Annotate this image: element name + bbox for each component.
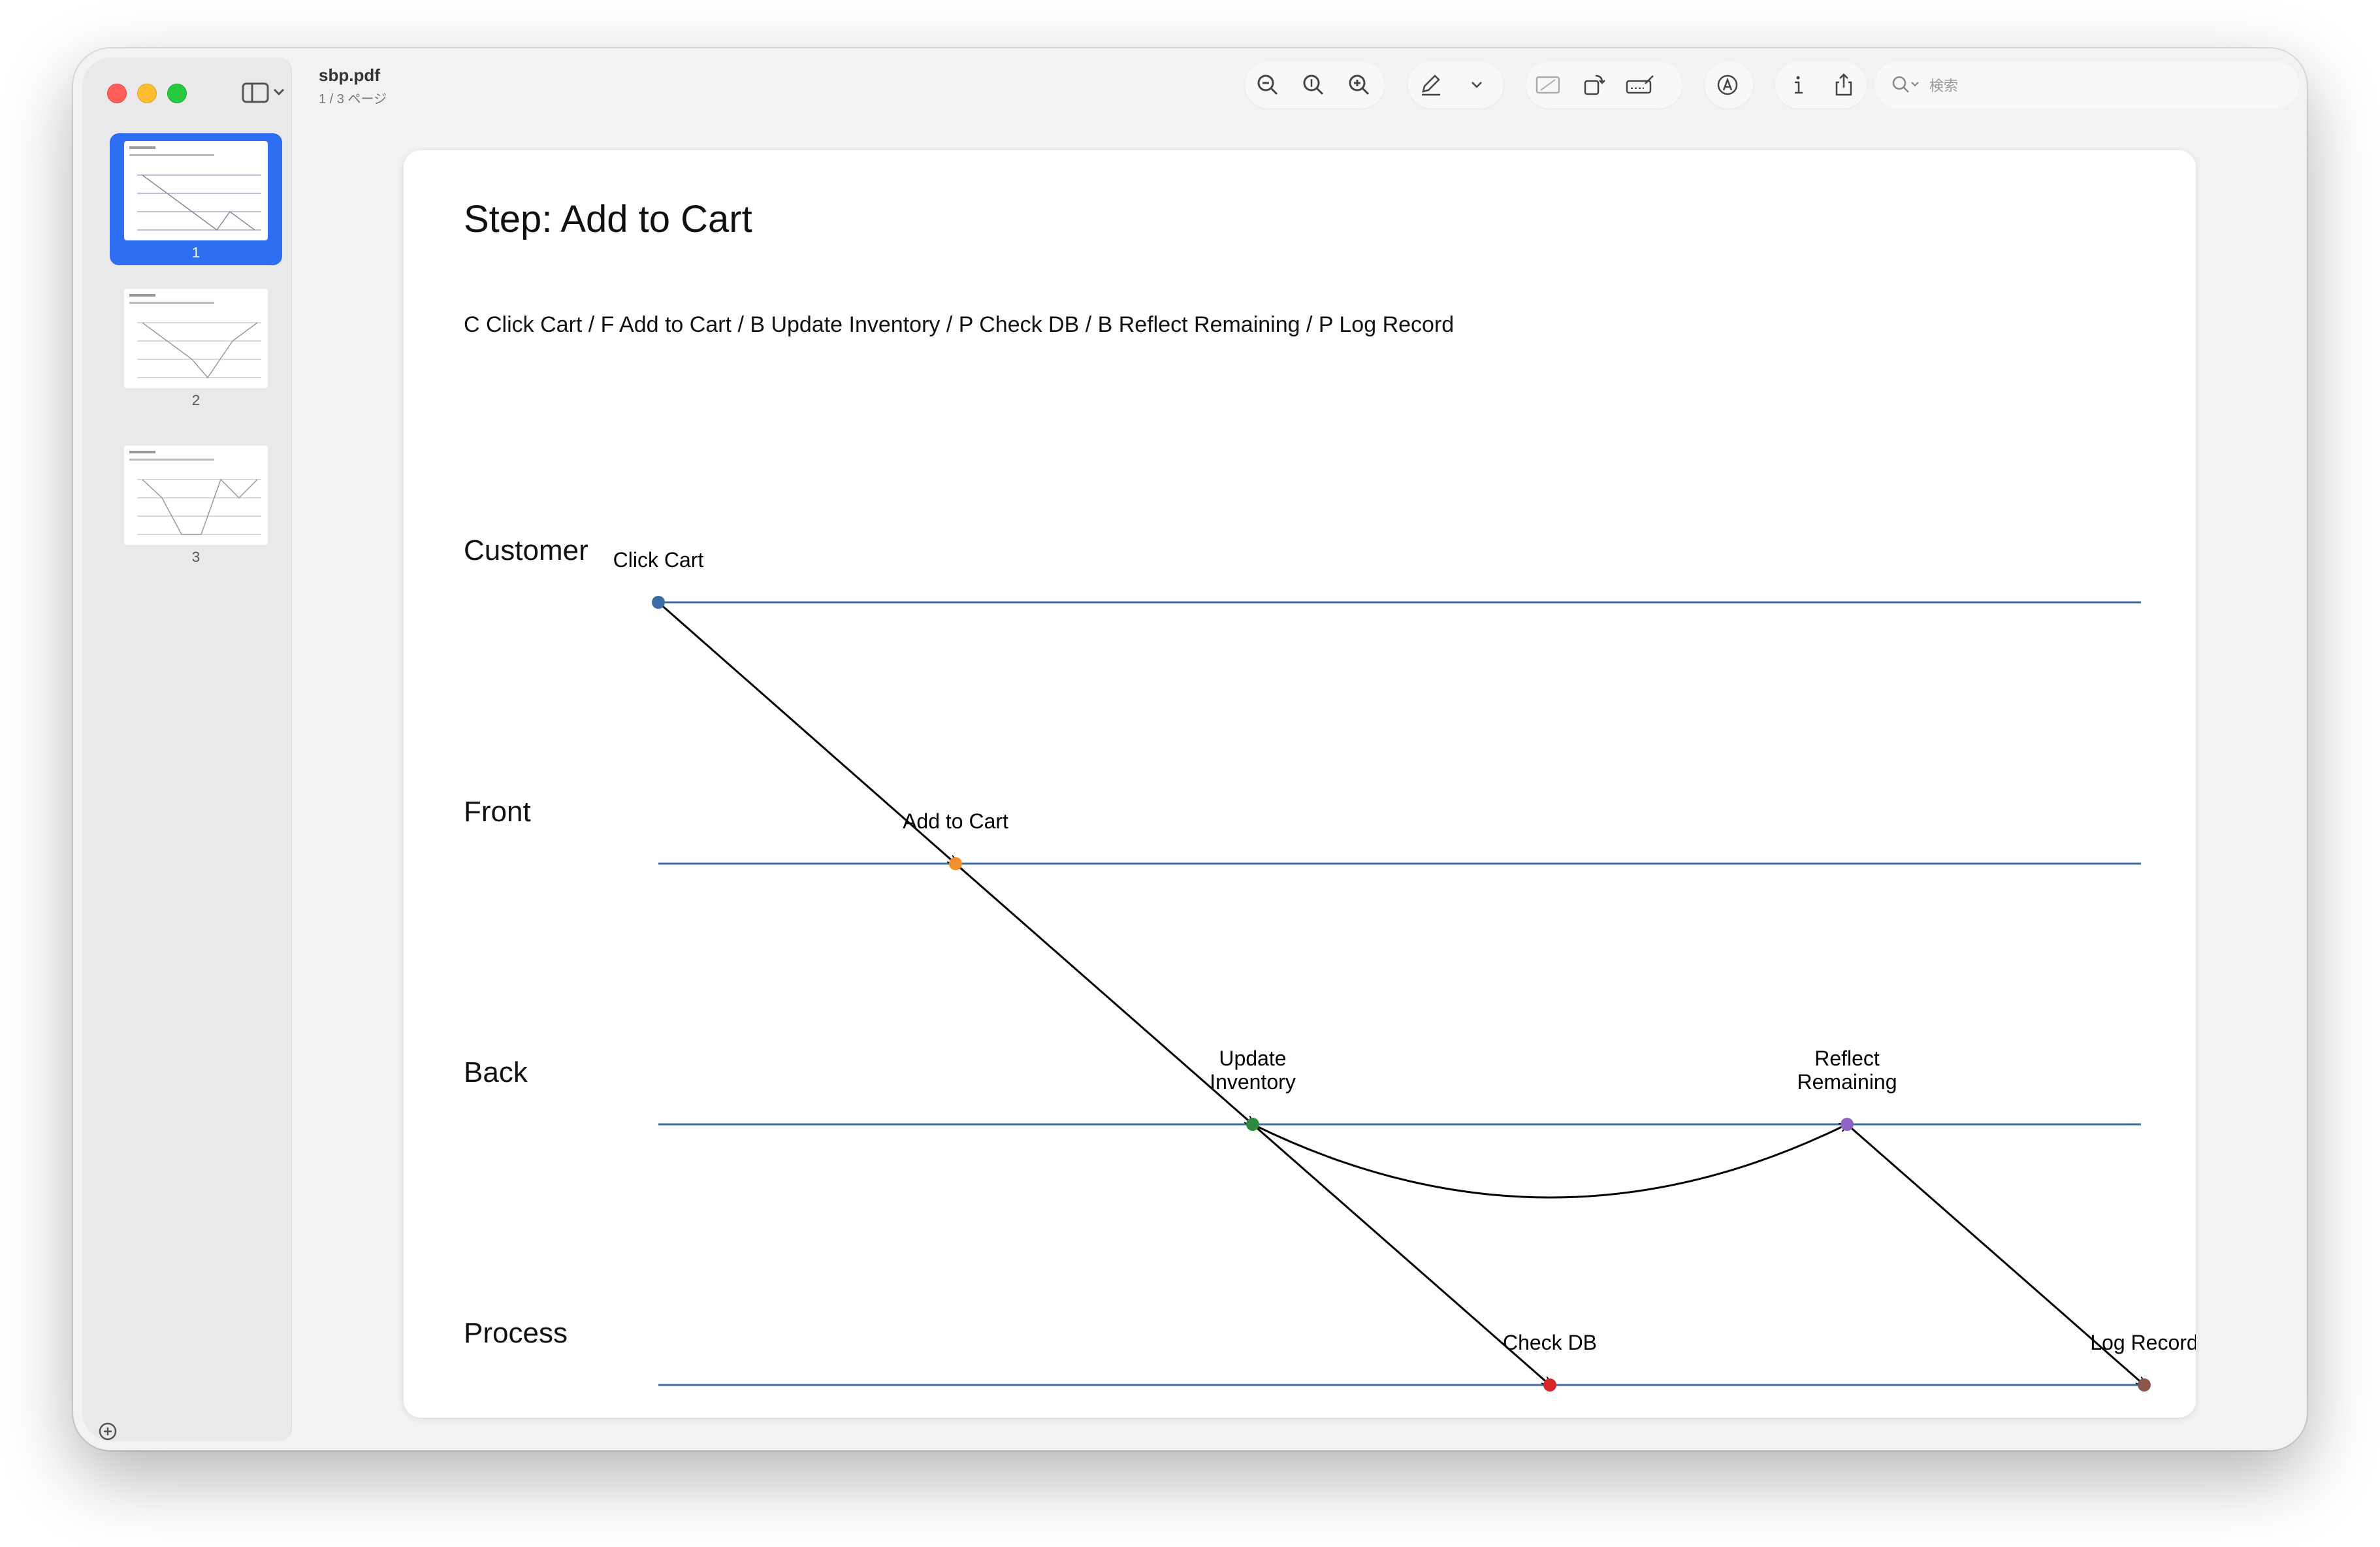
document-title-block: sbp.pdf 1 / 3 ページ bbox=[319, 65, 387, 107]
rotate-button[interactable] bbox=[1571, 61, 1617, 108]
signature-button[interactable] bbox=[1617, 61, 1663, 108]
crop-button[interactable] bbox=[1526, 61, 1571, 108]
markup-controls bbox=[1408, 61, 1504, 108]
step-node bbox=[1246, 1118, 1259, 1131]
actual-size-button[interactable] bbox=[1291, 61, 1336, 108]
info-button[interactable] bbox=[1775, 61, 1821, 108]
step-node bbox=[1543, 1378, 1556, 1392]
zoom-controls bbox=[1245, 61, 1385, 108]
step-node bbox=[1841, 1118, 1854, 1131]
step-label: Log Record bbox=[2090, 1331, 2196, 1354]
zoom-out-button[interactable] bbox=[1245, 61, 1291, 108]
step-label: Check DB bbox=[1503, 1331, 1597, 1354]
info-icon bbox=[1795, 76, 1803, 94]
rotate-icon bbox=[1584, 74, 1605, 95]
annotate-button[interactable] bbox=[1705, 61, 1750, 108]
crop-icon bbox=[1536, 76, 1560, 94]
markup-pen-button[interactable] bbox=[1408, 61, 1454, 108]
thumbnail-page-2[interactable]: 2 bbox=[110, 289, 282, 413]
thumbnail-page-3[interactable]: 3 bbox=[110, 446, 282, 570]
plus-circle-icon bbox=[99, 1422, 117, 1441]
step-label: Click Cart bbox=[613, 548, 704, 572]
step-node bbox=[949, 857, 962, 870]
thumbnail-sidebar: 1 2 bbox=[82, 57, 292, 1441]
flow-arrow bbox=[1252, 1124, 1847, 1199]
document-file-name: sbp.pdf bbox=[319, 65, 380, 85]
flow-arrow bbox=[1846, 1123, 2144, 1385]
lane-label-front: Front bbox=[464, 796, 531, 828]
sidebar-icon bbox=[242, 82, 285, 103]
chevron-down-icon bbox=[1471, 82, 1482, 88]
add-page-button[interactable] bbox=[98, 1422, 118, 1444]
thumbnail-diagram bbox=[129, 146, 261, 231]
thumbnail-label: 1 bbox=[191, 244, 201, 261]
preview-window: 1 2 bbox=[73, 48, 2307, 1450]
share-icon bbox=[1835, 73, 1852, 96]
lane-label-process: Process bbox=[464, 1317, 568, 1349]
thumbnail-diagram bbox=[129, 294, 261, 379]
zoom-in-button[interactable] bbox=[1336, 61, 1382, 108]
search-icon bbox=[1892, 76, 1919, 93]
page-indicator: 1 / 3 ページ bbox=[319, 92, 387, 106]
thumbnail-diagram bbox=[129, 451, 261, 535]
zoom-out-icon bbox=[1257, 74, 1278, 95]
thumbnail-label: 2 bbox=[191, 392, 201, 408]
annotate-icon bbox=[1717, 74, 1738, 95]
thumbnail-preview bbox=[124, 446, 268, 545]
flow-arrow bbox=[955, 862, 1253, 1124]
thumbnail-page-1[interactable]: 1 bbox=[110, 133, 282, 265]
markup-options-button[interactable] bbox=[1454, 61, 1500, 108]
step-label: Add to Cart bbox=[903, 809, 1008, 833]
pdf-page: Step: Add to Cart C Click Cart / F Add t… bbox=[404, 150, 2196, 1418]
search-field[interactable]: 検索 bbox=[1874, 61, 2299, 108]
share-button[interactable] bbox=[1821, 61, 1867, 108]
annotate-controls bbox=[1705, 61, 1753, 108]
minimize-window-button[interactable] bbox=[137, 84, 157, 103]
lane-label-back: Back bbox=[464, 1056, 528, 1088]
markup-pen-icon bbox=[1422, 74, 1440, 96]
page-title: Step: Add to Cart bbox=[464, 198, 752, 240]
step-node bbox=[2138, 1378, 2151, 1392]
step-node bbox=[652, 596, 665, 609]
flow-arrow bbox=[1252, 1123, 1550, 1385]
flow-arrow bbox=[658, 601, 956, 864]
edit-tools bbox=[1526, 61, 1682, 108]
page-subtitle: C Click Cart / F Add to Cart / B Update … bbox=[464, 312, 1455, 337]
thumbnail-label: 3 bbox=[191, 549, 201, 565]
sidebar-toggle-button[interactable] bbox=[242, 81, 289, 108]
lane-label-customer: Customer bbox=[464, 534, 588, 566]
info-share-controls bbox=[1775, 61, 1867, 108]
thumbnail-preview bbox=[124, 141, 268, 240]
zoom-in-icon bbox=[1349, 74, 1370, 95]
close-window-button[interactable] bbox=[107, 84, 127, 103]
thumbnail-preview bbox=[124, 289, 268, 388]
search-placeholder: 検索 bbox=[1929, 78, 1959, 94]
zoom-window-button[interactable] bbox=[167, 84, 187, 103]
signature-icon bbox=[1626, 75, 1654, 94]
actual-size-icon bbox=[1303, 74, 1324, 95]
